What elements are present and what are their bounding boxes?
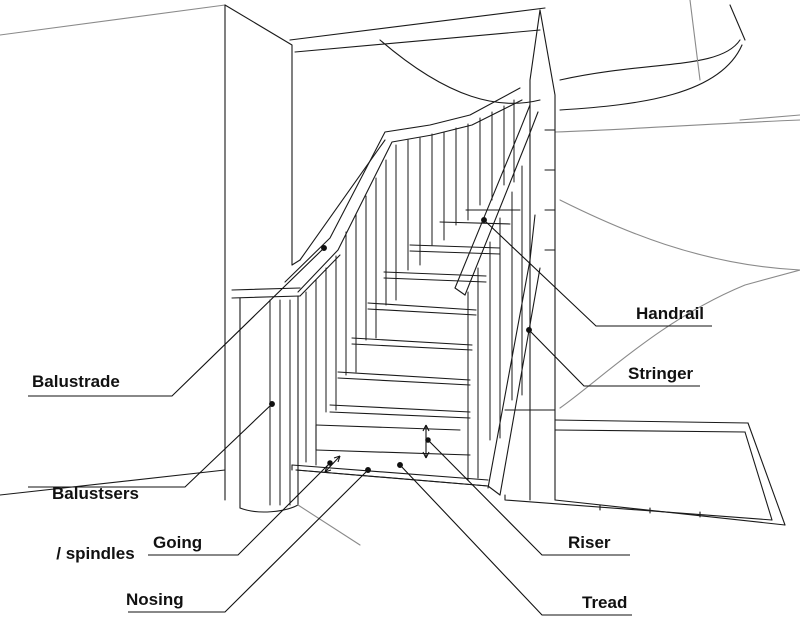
leader-balusters	[28, 401, 275, 488]
leader-nosing	[128, 467, 371, 613]
label-handrail: Handrail	[636, 304, 705, 323]
label-riser: Riser	[568, 533, 611, 552]
label-tread: Tread	[582, 593, 628, 612]
label-stringer: Stringer	[628, 364, 694, 383]
label-balustrade: Balustrade	[32, 372, 120, 391]
label-balusters-line1: Balustsers	[52, 484, 139, 503]
architecture-lines	[0, 0, 800, 546]
leader-stringer	[526, 327, 700, 387]
label-going: Going	[153, 533, 203, 552]
leader-balustrade	[28, 245, 327, 397]
label-nosing: Nosing	[126, 590, 184, 609]
leader-handrail	[481, 217, 712, 327]
leader-going	[148, 455, 341, 556]
leader-tread	[397, 462, 632, 616]
leader-riser	[422, 424, 630, 556]
label-balusters-line2: / spindles	[56, 544, 135, 563]
label-balusters: Balustsers / spindles	[52, 444, 139, 584]
leader-lines	[28, 217, 712, 616]
